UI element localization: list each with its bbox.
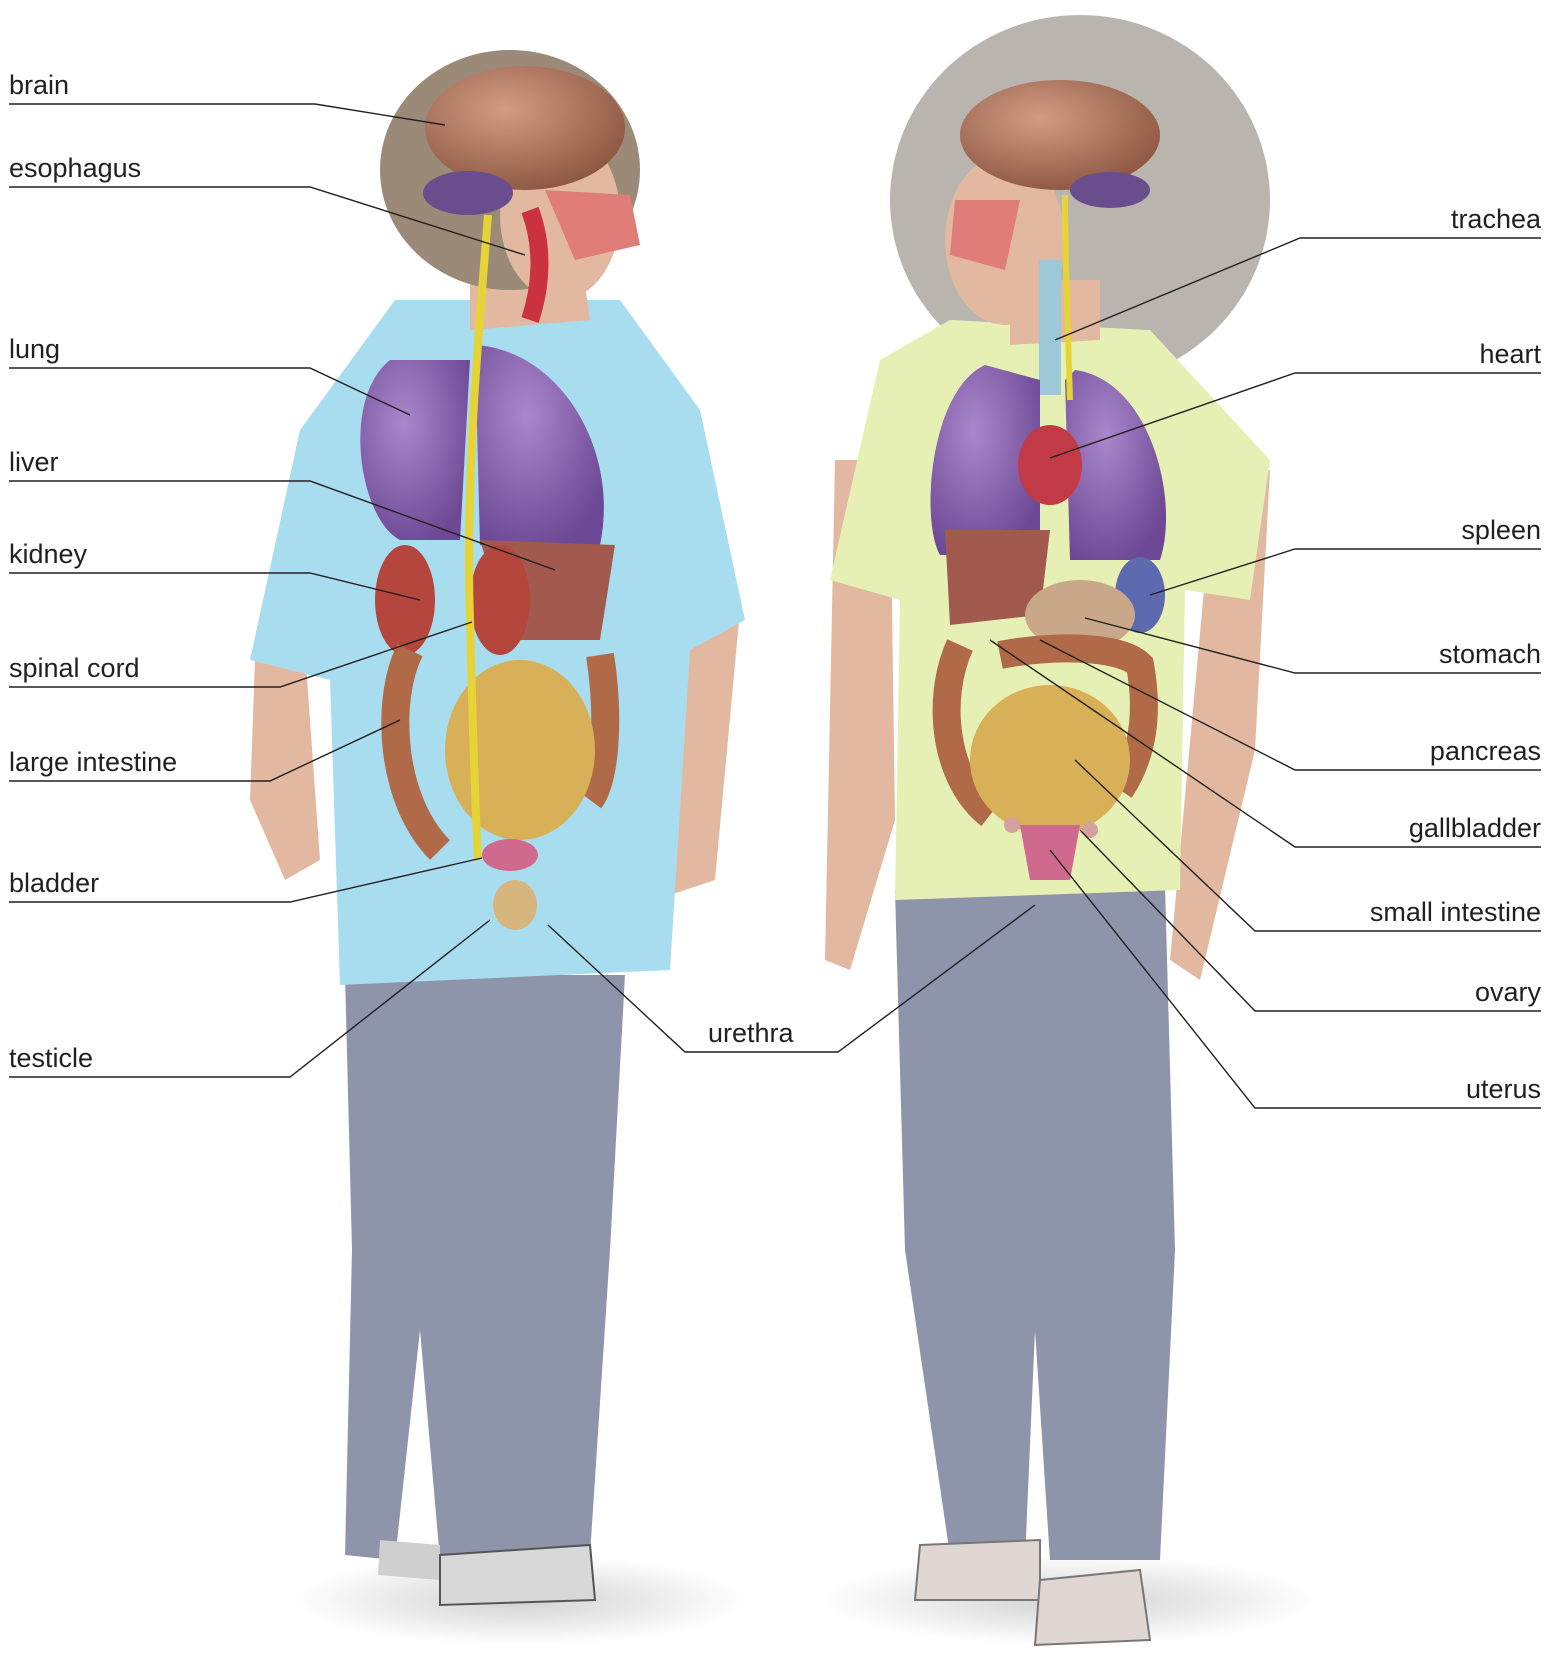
label-ovary: ovary: [1475, 977, 1542, 1007]
girl-ovary-left: [1004, 817, 1020, 833]
label-esophagus: esophagus: [9, 153, 141, 183]
label-small-intestine: small intestine: [1370, 897, 1541, 927]
boy-kidney-right: [470, 545, 530, 655]
labels: brain esophagus lung liver kidney spinal…: [9, 70, 1542, 1104]
label-kidney: kidney: [9, 539, 88, 569]
label-heart: heart: [1479, 339, 1541, 369]
label-trachea: trachea: [1451, 204, 1542, 234]
label-testicle: testicle: [9, 1043, 93, 1073]
boy-esophagus: [530, 210, 539, 320]
label-stomach: stomach: [1439, 639, 1541, 669]
boy-arm-left: [250, 650, 320, 880]
label-uterus: uterus: [1466, 1074, 1541, 1104]
girl-cerebellum: [1070, 172, 1150, 208]
girl-brain: [960, 80, 1160, 190]
girl-shoe-left: [915, 1540, 1040, 1600]
girl-shoe-right: [1035, 1570, 1150, 1645]
boy-figure: [250, 50, 750, 1645]
boy-bladder: [482, 839, 538, 871]
boy-small-intestine: [445, 660, 595, 840]
label-gallbladder: gallbladder: [1409, 813, 1541, 843]
girl-figure: [820, 15, 1320, 1645]
boy-brain: [425, 66, 625, 190]
label-pancreas: pancreas: [1430, 736, 1541, 766]
girl-ovary-right: [1082, 822, 1098, 838]
girl-heart: [1018, 425, 1082, 505]
girl-jeans: [895, 885, 1175, 1560]
boy-lung-left: [360, 360, 470, 540]
boy-jeans: [345, 975, 625, 1560]
label-spinal-cord: spinal cord: [9, 653, 140, 683]
boy-cerebellum: [423, 171, 513, 215]
label-large-intestine: large intestine: [9, 747, 177, 777]
label-bladder: bladder: [9, 868, 99, 898]
boy-testicle: [493, 880, 537, 930]
label-lung: lung: [9, 334, 60, 364]
leader-lines: [9, 104, 1541, 1108]
label-urethra: urethra: [708, 1018, 795, 1048]
girl-uterus: [1020, 825, 1080, 880]
label-brain: brain: [9, 70, 69, 100]
label-liver: liver: [9, 447, 59, 477]
boy-kidney-left: [375, 545, 435, 655]
boy-shoe-right: [440, 1545, 595, 1605]
boy-shoe-left: [378, 1540, 440, 1580]
label-spleen: spleen: [1461, 515, 1541, 545]
leader-brain: [9, 104, 445, 125]
girl-small-intestine: [970, 685, 1130, 835]
